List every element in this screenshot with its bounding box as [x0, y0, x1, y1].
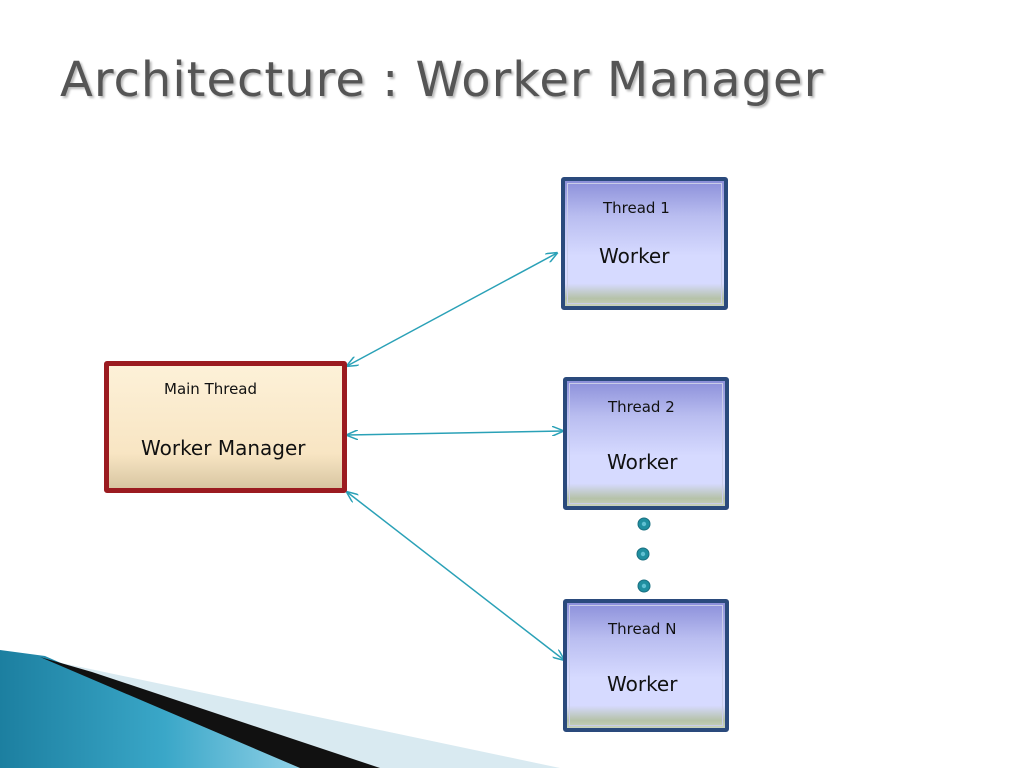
- worker-box-inner-frame: [569, 605, 723, 726]
- worker-label: Worker: [607, 450, 678, 474]
- worker-box-inner-frame: [567, 183, 722, 304]
- worker-label: Worker: [599, 244, 670, 268]
- worker-box-thread-2: Thread 2 Worker: [563, 377, 729, 510]
- decorative-corner: [0, 650, 560, 768]
- arrow-manager-thread2: [347, 431, 563, 435]
- main-thread-label: Main Thread: [164, 380, 258, 398]
- thread-label: Thread 1: [603, 199, 670, 217]
- arrow-manager-thread1: [347, 253, 557, 366]
- arrow-manager-threadN: [347, 492, 564, 660]
- worker-box-thread-1: Thread 1 Worker: [561, 177, 728, 310]
- worker-label: Worker: [607, 672, 678, 696]
- thread-label: Thread 2: [608, 398, 675, 416]
- slide-title: Architecture : Worker Manager: [60, 52, 825, 108]
- worker-manager-box: Main Thread Worker Manager: [104, 361, 347, 493]
- worker-box-inner-frame: [569, 383, 723, 504]
- corner-teal-shape: [0, 650, 300, 768]
- connector-arrows: [347, 253, 564, 660]
- corner-black-stripe: [40, 657, 380, 768]
- ellipsis-dots: [636, 517, 651, 593]
- thread-label: Thread N: [608, 620, 677, 638]
- worker-box-thread-n: Thread N Worker: [563, 599, 729, 732]
- worker-manager-label: Worker Manager: [141, 436, 306, 460]
